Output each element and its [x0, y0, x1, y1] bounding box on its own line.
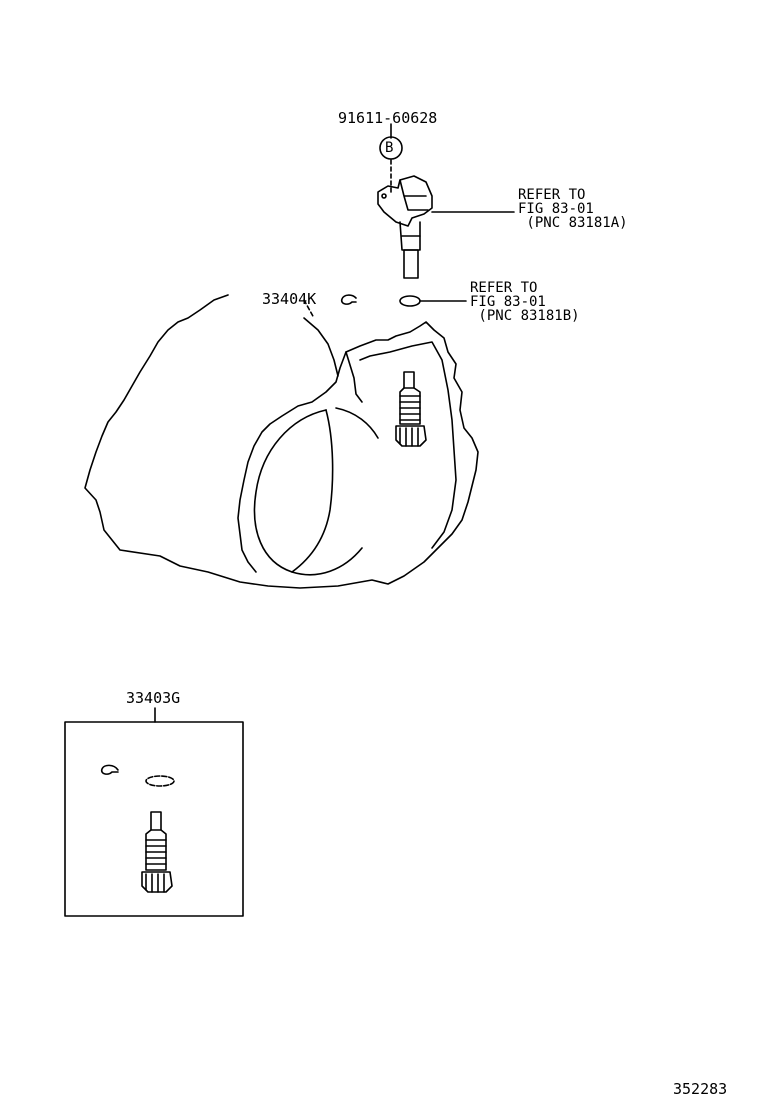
clip-part-number: 33404K — [262, 290, 317, 308]
kit-clip-icon — [100, 764, 119, 775]
bolt-part-number: 91611-60628 — [338, 109, 438, 127]
kit-box — [64, 721, 244, 917]
o-ring-icon — [399, 295, 421, 307]
b-marker-circle — [379, 136, 403, 160]
kit-driven-gear-icon — [141, 811, 173, 893]
driven-gear-installed — [395, 371, 427, 447]
o-ring-reference-note: REFER TO FIG 83-01 (PNC 83181B) — [470, 280, 580, 324]
sensor-reference-note: REFER TO FIG 83-01 (PNC 83181A) — [518, 187, 628, 231]
transmission-case — [84, 294, 479, 589]
speed-sensor — [377, 175, 433, 279]
clip-icon — [340, 294, 357, 305]
diagram-id: 352283 — [673, 1080, 728, 1098]
bell-opening — [253, 409, 363, 576]
kit-part-number: 33403G — [126, 689, 181, 707]
b-marker-label: B — [385, 140, 394, 156]
kit-o-ring-icon — [145, 775, 175, 787]
